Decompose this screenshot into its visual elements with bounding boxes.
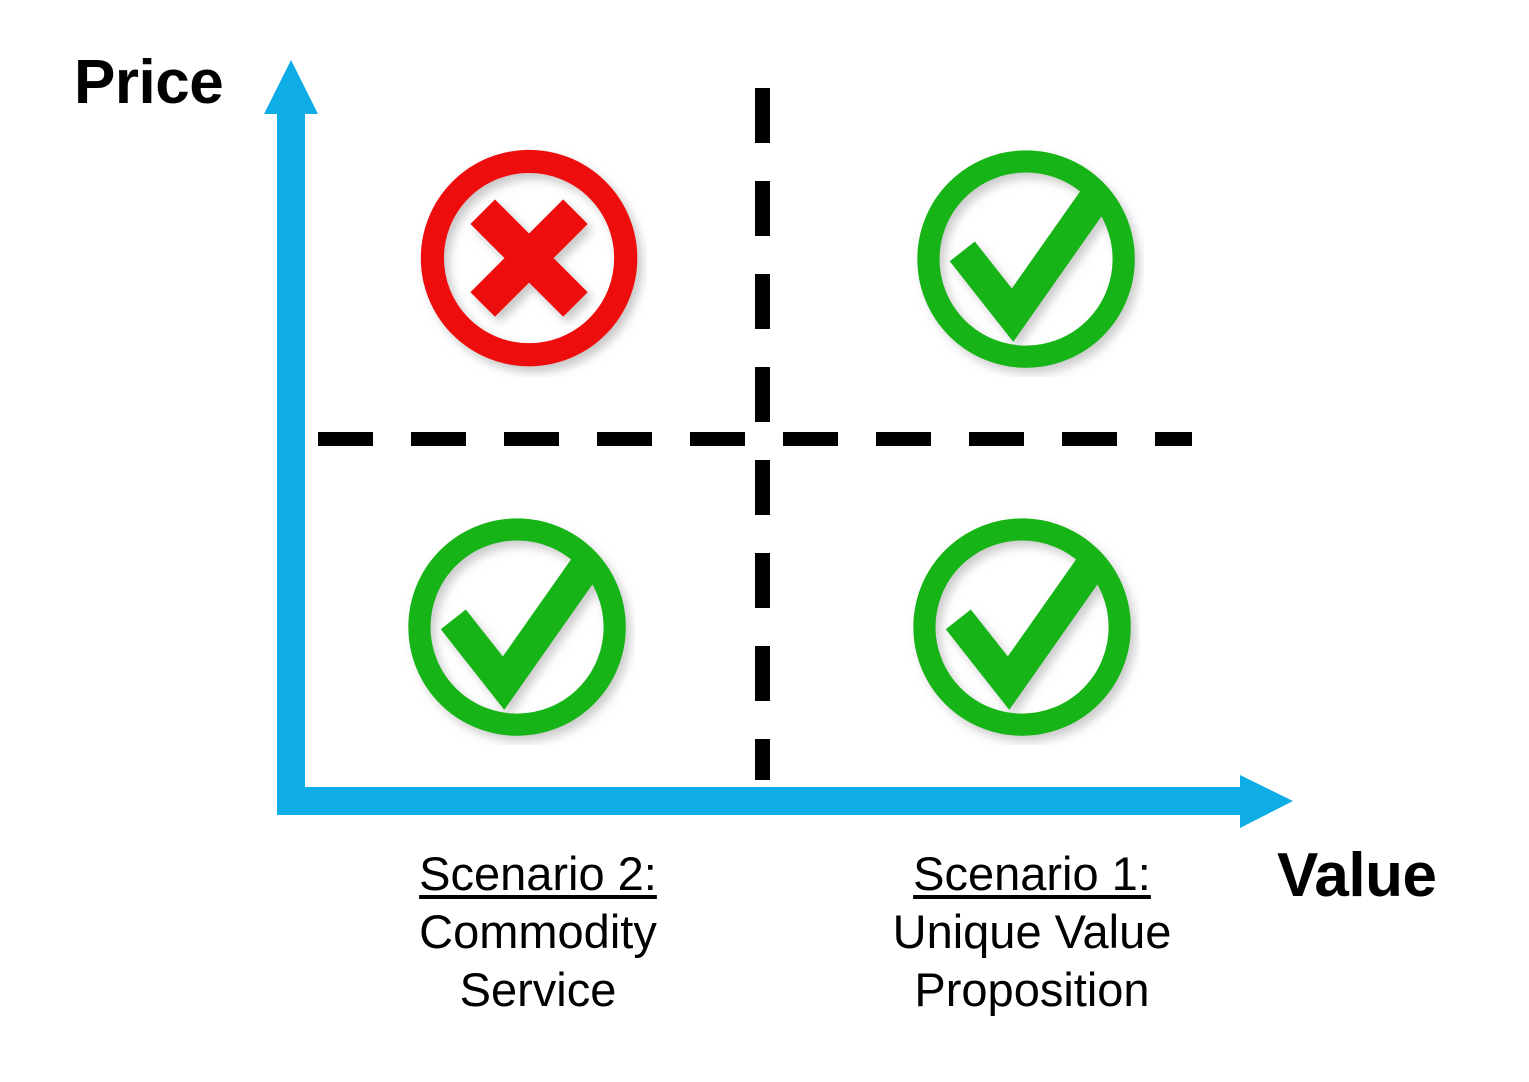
caption-heading: Scenario 2: xyxy=(419,847,657,900)
green-check-circle-icon xyxy=(912,145,1144,377)
green-check-circle-icon xyxy=(908,513,1140,745)
caption-scenario-2: Scenario 2: Commodity Service xyxy=(348,845,728,1018)
value-axis-arrow xyxy=(277,775,1293,828)
red-cross-circle-icon xyxy=(415,145,647,377)
green-check-circle-icon xyxy=(403,513,635,745)
price-axis-label: Price xyxy=(74,48,224,117)
caption-scenario-1: Scenario 1: Unique Value Proposition xyxy=(842,845,1222,1018)
caption-line-1: Unique Value xyxy=(892,904,1172,958)
price-axis-arrow xyxy=(264,60,318,815)
quadrant-divider-vertical xyxy=(755,88,770,780)
caption-line-1: Commodity xyxy=(419,904,657,958)
caption-heading: Scenario 1: xyxy=(913,847,1151,900)
caption-line-2: Service xyxy=(459,962,617,1016)
value-axis-label: Value xyxy=(1277,841,1437,910)
caption-line-2: Proposition xyxy=(914,962,1150,1016)
